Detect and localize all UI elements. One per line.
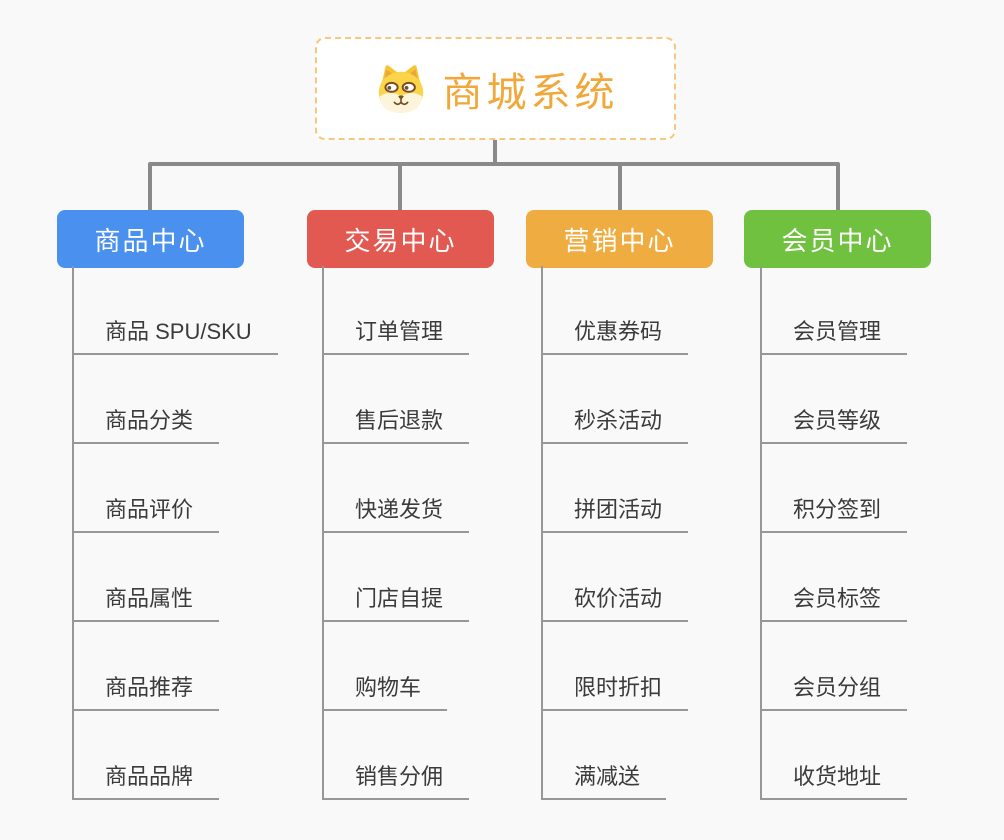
leaf-label: 商品分类 <box>74 410 220 444</box>
leaf-column-marketing: 优惠券码 秒杀活动 拼团活动 砍价活动 限时折扣 满减送 <box>541 266 689 800</box>
leaf-node[interactable]: 会员管理 <box>762 266 908 355</box>
leaf-node[interactable]: 商品推荐 <box>74 622 278 711</box>
leaf-label: 限时折扣 <box>543 677 689 711</box>
leaf-label: 收货地址 <box>762 766 908 800</box>
leaf-label: 优惠券码 <box>543 321 689 355</box>
leaf-label: 商品品牌 <box>74 766 220 800</box>
leaf-label: 售后退款 <box>324 410 470 444</box>
leaf-node[interactable]: 限时折扣 <box>543 622 689 711</box>
root-title: 商城系统 <box>442 70 619 115</box>
leaf-node[interactable]: 售后退款 <box>324 355 470 444</box>
leaf-label: 门店自提 <box>324 588 470 622</box>
leaf-column-goods: 商品 SPU/SKU 商品分类 商品评价 商品属性 商品推荐 商品品牌 <box>72 266 278 800</box>
leaf-node[interactable]: 满减送 <box>543 711 688 800</box>
leaf-node[interactable]: 订单管理 <box>324 266 470 355</box>
dog-face-icon <box>373 64 429 114</box>
leaf-label: 销售分佣 <box>324 766 470 800</box>
leaf-node[interactable]: 优惠券码 <box>543 266 689 355</box>
leaf-label: 会员管理 <box>762 321 908 355</box>
leaf-node[interactable]: 购物车 <box>324 622 469 711</box>
leaf-node[interactable]: 商品属性 <box>74 533 278 622</box>
leaf-label: 会员等级 <box>762 410 908 444</box>
leaf-node[interactable]: 会员等级 <box>762 355 908 444</box>
connector-root-stem <box>493 140 497 164</box>
leaf-label: 商品评价 <box>74 499 220 533</box>
leaf-node[interactable]: 销售分佣 <box>324 711 470 800</box>
leaf-label: 拼团活动 <box>543 499 689 533</box>
branch-node-member-center[interactable]: 会员中心 <box>744 210 931 268</box>
connector-drop-trade <box>398 164 402 210</box>
leaf-node[interactable]: 会员标签 <box>762 533 908 622</box>
leaf-label: 商品推荐 <box>74 677 220 711</box>
leaf-label: 订单管理 <box>324 321 470 355</box>
connector-bus <box>148 162 840 166</box>
leaf-node[interactable]: 快递发货 <box>324 444 470 533</box>
connector-drop-goods <box>148 164 152 210</box>
connector-drop-marketing <box>618 164 622 210</box>
leaf-label: 商品 SPU/SKU <box>74 321 278 355</box>
leaf-node[interactable]: 商品评价 <box>74 444 278 533</box>
leaf-node[interactable]: 会员分组 <box>762 622 908 711</box>
leaf-node[interactable]: 拼团活动 <box>543 444 689 533</box>
leaf-node[interactable]: 秒杀活动 <box>543 355 689 444</box>
leaf-node[interactable]: 积分签到 <box>762 444 908 533</box>
leaf-label: 快递发货 <box>324 499 470 533</box>
leaf-label: 秒杀活动 <box>543 410 689 444</box>
connector-drop-member <box>836 164 840 210</box>
leaf-label: 满减送 <box>543 766 667 800</box>
leaf-node[interactable]: 门店自提 <box>324 533 470 622</box>
leaf-node[interactable]: 商品品牌 <box>74 711 278 800</box>
branch-node-marketing-center[interactable]: 营销中心 <box>526 210 713 268</box>
leaf-node[interactable]: 砍价活动 <box>543 533 689 622</box>
root-node[interactable]: 商城系统 <box>315 37 676 140</box>
leaf-node[interactable]: 商品分类 <box>74 355 278 444</box>
leaf-label: 购物车 <box>324 677 448 711</box>
leaf-column-trade: 订单管理 售后退款 快递发货 门店自提 购物车 销售分佣 <box>322 266 470 800</box>
branch-node-trade-center[interactable]: 交易中心 <box>307 210 494 268</box>
branch-node-goods-center[interactable]: 商品中心 <box>57 210 244 268</box>
leaf-node[interactable]: 商品 SPU/SKU <box>74 266 278 355</box>
leaf-node[interactable]: 收货地址 <box>762 711 908 800</box>
leaf-column-member: 会员管理 会员等级 积分签到 会员标签 会员分组 收货地址 <box>760 266 908 800</box>
leaf-label: 砍价活动 <box>543 588 689 622</box>
leaf-label: 会员标签 <box>762 588 908 622</box>
leaf-label: 会员分组 <box>762 677 908 711</box>
leaf-label: 商品属性 <box>74 588 220 622</box>
leaf-label: 积分签到 <box>762 499 908 533</box>
